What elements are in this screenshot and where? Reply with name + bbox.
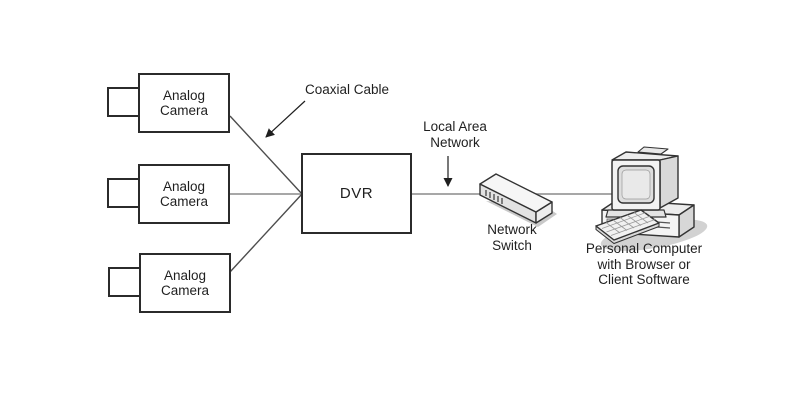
analog-camera-3: Analog Camera [108,253,231,313]
dvr-label: DVR [339,185,374,202]
analog-camera-1-label: Analog Camera [159,88,208,118]
analog-camera-3-box: Analog Camera [139,253,231,313]
monitor-top-tab [637,146,669,155]
keyboard-keys [601,212,656,236]
monitor-side [659,155,679,209]
network-switch-caption: Network Switch [487,222,537,253]
camera-lens-icon [107,178,140,208]
coax-connector-lines [229,115,303,273]
network-switch-icon [479,173,557,227]
switch-ports [485,190,503,204]
desktop-pc-icon [595,146,708,251]
coax-line-camera-3 [229,193,303,273]
monitor-screen-inner [621,169,651,200]
analog-camera-2-label: Analog Camera [159,179,208,209]
personal-computer-caption: Personal Computer with Browser or Client… [585,241,703,287]
coaxial-cable-arrow-icon [265,100,306,138]
keyboard-top [595,209,660,241]
dvr-box: DVR [301,153,412,234]
camera-lens-icon [107,87,140,117]
coax-line-camera-1 [229,115,303,195]
local-area-network-label: Local Area Network [423,119,487,150]
coaxial-cable-label: Coaxial Cable [304,82,390,97]
analog-camera-1-box: Analog Camera [138,73,230,133]
switch-top-face [479,173,553,213]
camera-lens-icon [108,267,141,297]
analog-camera-2-box: Analog Camera [138,164,230,224]
analog-camera-1: Analog Camera [107,73,230,133]
analog-camera-3-label: Analog Camera [160,268,209,298]
analog-camera-2: Analog Camera [107,164,230,224]
